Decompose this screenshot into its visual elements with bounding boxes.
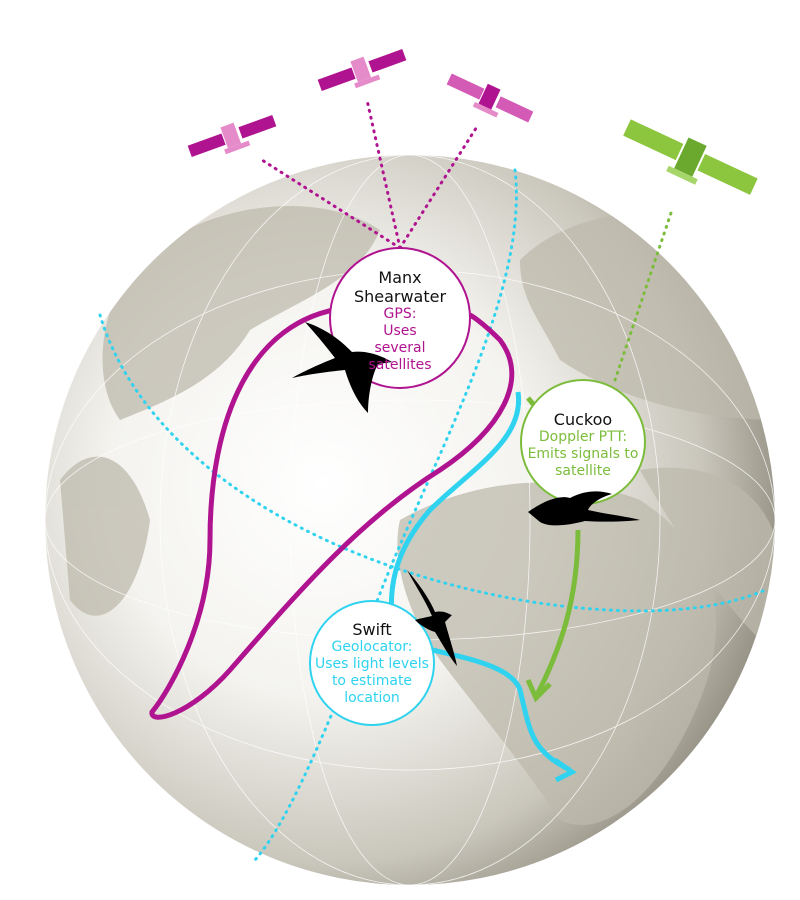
gps-satellite-icon [317,48,407,92]
meridian-dotted [253,168,518,862]
shearwater-desc: Uses several satellites [368,323,432,373]
cuckoo-bird-icon [528,491,640,526]
cuckoo-label: Cuckoo Doppler PTT: Emits signals to sat… [526,410,640,480]
cuckoo-arrowhead [525,678,552,703]
shearwater-bird-icon [292,322,392,413]
gps-satellite-icon [446,73,534,123]
shearwater-title: Manx Shearwater [353,268,447,306]
doppler-signal-line [613,208,674,382]
swift-arrowhead [553,757,577,783]
swift-bird-icon [407,570,457,666]
doppler-satellite-icon [623,119,758,195]
swift-method: Geolocator: [331,639,413,655]
shearwater-method: GPS: [383,306,417,322]
equator-dotted [98,313,767,613]
gps-signal-line [398,123,480,250]
swift-title: Swift [352,620,392,639]
shearwater-label: Manx Shearwater GPS: Uses several satell… [330,268,470,374]
cuckoo-method: Doppler PTT: [538,429,628,445]
swift-label: Swift Geolocator: Uses light levels to e… [312,620,432,707]
swift-circle [309,600,435,726]
gps-signal-line [260,158,402,250]
gps-signal-line [365,98,402,250]
cuckoo-desc: Emits signals to satellite [527,446,639,479]
shearwater-route [149,305,515,720]
cuckoo-title: Cuckoo [553,410,613,429]
gps-satellite-icon [187,114,277,158]
swift-desc: Uses light levels to estimate location [315,656,429,706]
